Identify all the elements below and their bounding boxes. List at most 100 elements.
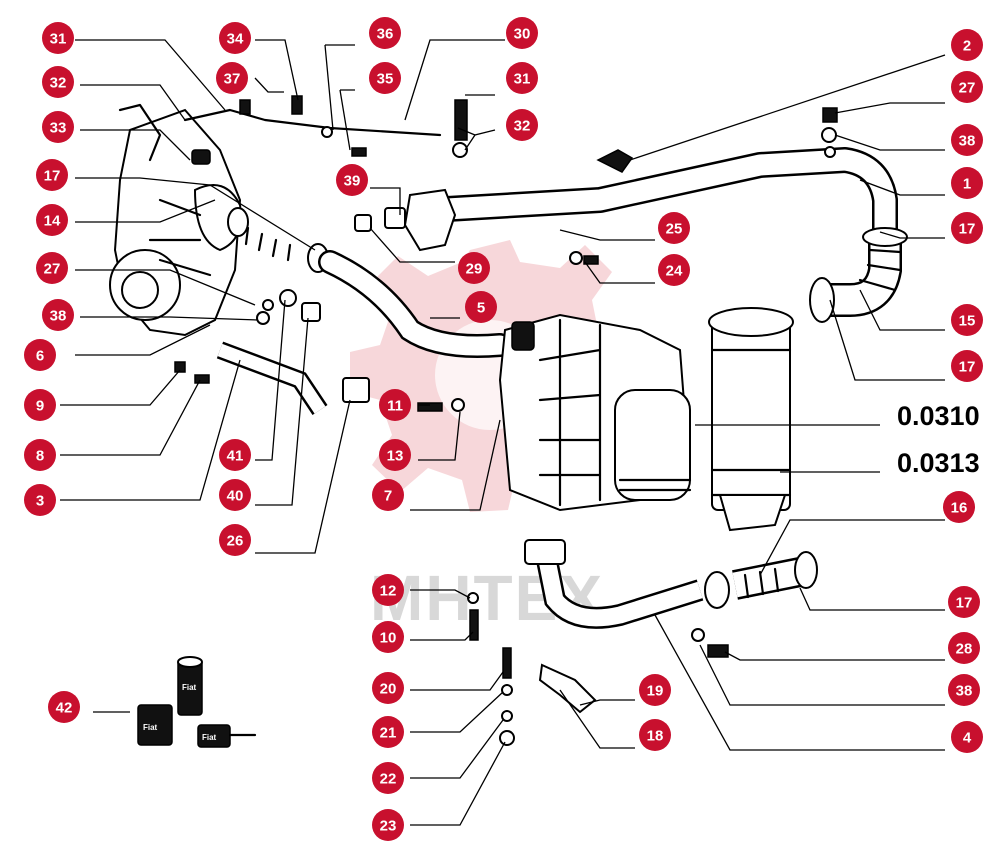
callout-badge: [658, 254, 690, 286]
callout-number: 27: [959, 80, 976, 97]
callout-badge: [219, 524, 251, 556]
callout-5: 5: [465, 291, 497, 323]
callout-badge: [24, 439, 56, 471]
callout-27: 27: [36, 252, 68, 284]
callout-badge: [219, 22, 251, 54]
callout-35: 35: [369, 62, 401, 94]
callout-number: 3: [36, 493, 44, 510]
callout-16: 16: [943, 491, 975, 523]
callout-badge: [465, 291, 497, 323]
callout-badge: [639, 719, 671, 751]
callout-number: 32: [514, 118, 531, 135]
callout-number: 17: [959, 359, 976, 376]
callout-badge: [219, 439, 251, 471]
kit-label-3: Fiat: [202, 733, 217, 742]
callout-badge: [658, 212, 690, 244]
leader-lines: [60, 39, 946, 826]
callout-badge: [948, 632, 980, 664]
callout-number: 11: [387, 398, 403, 415]
callout-38: 38: [948, 674, 980, 706]
callout-badge: [372, 621, 404, 653]
callout-31: 31: [506, 62, 538, 94]
callout-badge: [379, 439, 411, 471]
pipe-4: [524, 539, 704, 629]
callout-badge: [506, 62, 538, 94]
callout-17: 17: [36, 159, 68, 191]
callout-28: 28: [948, 632, 980, 664]
callout-number: 25: [666, 221, 683, 238]
callout-17: 17: [951, 212, 983, 244]
callout-number: 17: [956, 595, 973, 612]
callout-badge: [42, 111, 74, 143]
callout-badge: [36, 159, 68, 191]
callout-number: 22: [380, 771, 397, 788]
callout-badge: [948, 674, 980, 706]
filter-canister: [708, 307, 794, 532]
callout-number: 1: [963, 176, 971, 193]
callout-23: 23: [372, 809, 404, 841]
callout-number: 31: [514, 71, 531, 88]
callout-number: 13: [387, 448, 404, 465]
part-code-1: 0.0310: [897, 401, 980, 431]
callout-badge: [372, 809, 404, 841]
callout-number: 29: [466, 261, 483, 278]
callout-number: 41: [227, 448, 244, 465]
callout-number: 34: [227, 31, 244, 48]
callout-29: 29: [458, 252, 490, 284]
part-code-2: 0.0313: [897, 448, 980, 478]
callout-18: 18: [639, 719, 671, 751]
callout-badge: [24, 389, 56, 421]
callout-number: 23: [380, 818, 397, 835]
callout-badge: [24, 339, 56, 371]
hose-16: [704, 551, 818, 609]
callout-3: 3: [24, 484, 56, 516]
upper-hose: [227, 207, 329, 273]
callout-number: 37: [224, 71, 241, 88]
callout-number: 39: [344, 173, 361, 190]
callout-42: 42: [48, 691, 80, 723]
callout-36: 36: [369, 17, 401, 49]
callout-badge: [36, 204, 68, 236]
callout-30: 30: [506, 17, 538, 49]
small-parts: [174, 95, 838, 746]
callout-number: 6: [36, 348, 44, 365]
callout-badge: [372, 574, 404, 606]
callout-badge: [506, 17, 538, 49]
callout-19: 19: [639, 674, 671, 706]
callout-38: 38: [42, 299, 74, 331]
callout-badge: [951, 721, 983, 753]
callout-27: 27: [951, 71, 983, 103]
callout-26: 26: [219, 524, 251, 556]
callout-number: 17: [44, 168, 61, 185]
callout-number: 18: [647, 728, 664, 745]
callout-badge: [36, 252, 68, 284]
callout-badge: [42, 66, 74, 98]
callout-number: 5: [477, 300, 485, 317]
callout-24: 24: [658, 254, 690, 286]
callout-12: 12: [372, 574, 404, 606]
callout-number: 35: [377, 71, 394, 88]
kit-label-2: Fiat: [143, 723, 158, 732]
callout-34: 34: [219, 22, 251, 54]
callout-22: 22: [372, 762, 404, 794]
callout-number: 7: [384, 488, 392, 505]
callout-number: 9: [36, 398, 44, 415]
callout-number: 8: [36, 448, 44, 465]
callout-number: 19: [647, 683, 664, 700]
water-pump: [109, 103, 242, 337]
callout-21: 21: [372, 716, 404, 748]
callout-number: 27: [44, 261, 61, 278]
callout-badge: [24, 484, 56, 516]
callout-number: 38: [959, 133, 976, 150]
callout-number: 38: [956, 683, 973, 700]
callout-number: 2: [963, 38, 971, 55]
callout-25: 25: [658, 212, 690, 244]
callout-number: 31: [50, 31, 67, 48]
callout-number: 12: [380, 583, 397, 600]
callout-badge: [951, 350, 983, 382]
callout-badge: [369, 62, 401, 94]
callout-number: 30: [514, 26, 531, 43]
callout-badge: [951, 124, 983, 156]
callout-badge: [372, 716, 404, 748]
callout-number: 15: [959, 313, 976, 330]
